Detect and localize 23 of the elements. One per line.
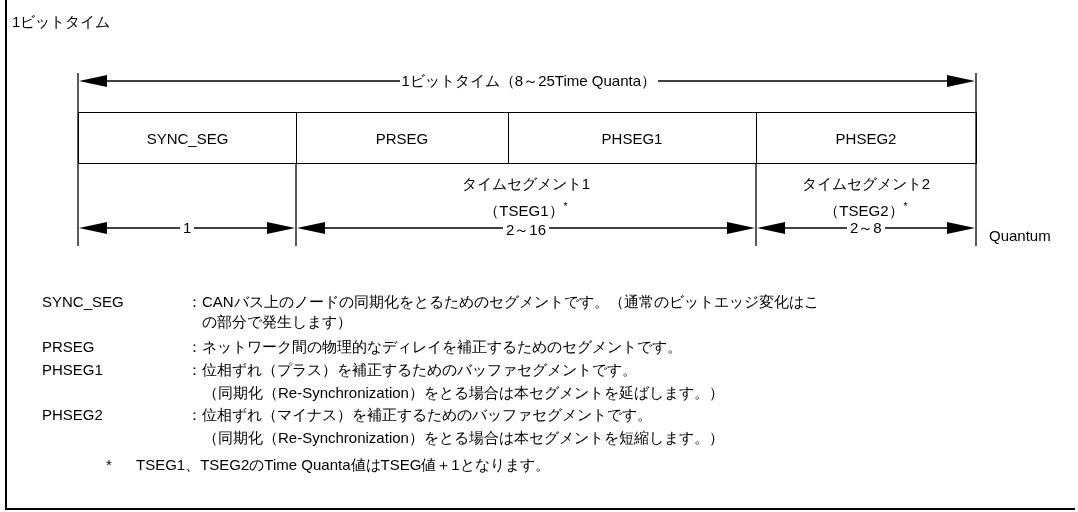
definition-text: PHSEG1	[42, 360, 103, 380]
dimension-label: タイムセグメント2	[800, 174, 932, 194]
dimension-label: （TSEG1）$^{*}$	[483, 199, 569, 221]
footnote-text: TSEG1、TSEG2のTime Quanta値はTSEG値＋1となります。	[136, 455, 550, 475]
definition-text: ：位相ずれ（プラス）を補正するためのバッファセグメントです。	[187, 360, 637, 380]
definition-text: ：ネットワーク間の物理的なディレイを補正するためのセグメントです。	[187, 337, 682, 357]
definition-text: （同期化（Re-Synchronization）をとる場合は本セグメントを延ばします。）	[203, 383, 724, 403]
segment-cell: PHSEG1	[508, 112, 757, 164]
definition-text: ：CANバス上のノードの同期化をとるためのセグメントです。（通常のビットエッジ変化はこの部分で発生します）	[187, 292, 820, 332]
definition-text: （同期化（Re-Synchronization）をとる場合は本セグメントを短縮します。）	[203, 428, 724, 448]
footnote-mark: *	[106, 455, 112, 475]
dimension-label: 1ビットタイム（8～25Time Quanta）	[399, 71, 659, 91]
dimension-label: タイムセグメント1	[460, 174, 592, 194]
segment-cell: PRSEG	[296, 112, 509, 164]
segment-cell: PHSEG2	[756, 112, 977, 164]
dimension-label: 1ビットタイム	[12, 12, 111, 32]
segment-cell: SYNC_SEG	[78, 112, 297, 164]
dimension-label: Quantum	[989, 226, 1051, 246]
definition-text: PRSEG	[42, 337, 95, 357]
definition-text: PHSEG2	[42, 405, 103, 425]
definition-text: SYNC_SEG	[42, 292, 124, 312]
definition-text: ：位相ずれ（マイナス）を補正するためのバッファセグメントです。	[187, 405, 652, 425]
dimension-label: （TSEG2）$^{*}$	[823, 199, 909, 221]
